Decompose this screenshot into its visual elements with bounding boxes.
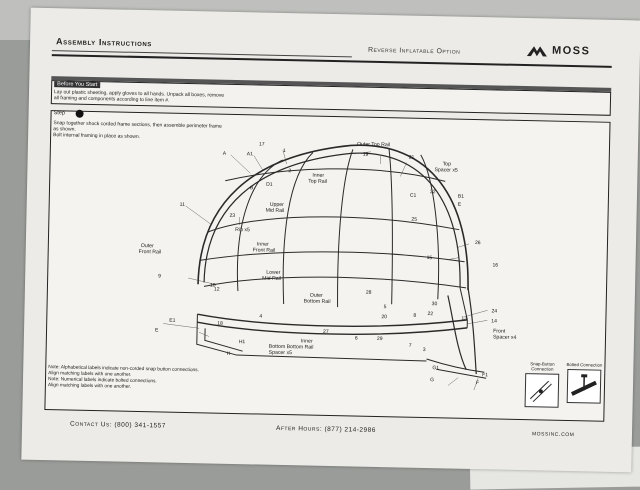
code-3: 3	[423, 347, 426, 353]
code-e1: E1	[169, 318, 175, 324]
label-outer-top-rail: Outer Top Rail	[357, 142, 390, 149]
code-23-left: 23	[229, 213, 235, 219]
label-front-spacer-2: Spacer x4	[493, 334, 517, 340]
code-22-bottom: 22	[427, 311, 433, 317]
code-g: G	[430, 377, 434, 383]
bolted-figure	[567, 369, 602, 404]
label-outer-bottom-rail-2: Bottom Rail	[304, 298, 331, 305]
label-inner-top-rail-2: Top Rail	[308, 179, 327, 185]
code-7: 7	[409, 343, 412, 349]
code-2: 2	[288, 168, 291, 174]
label-top-spacer-2: Spacer x5	[434, 167, 458, 173]
before-you-start-label: Before You Start	[54, 81, 100, 88]
code-e-left: E	[155, 327, 159, 333]
snap-button-icon	[526, 374, 559, 407]
code-c1: C1	[410, 193, 417, 199]
code-1: 1	[283, 148, 286, 154]
code-14: 14	[491, 318, 497, 324]
footer-contact: Contact Us: (800) 341-1557	[70, 421, 166, 430]
code-15: 15	[427, 255, 433, 261]
code-a: A	[223, 151, 227, 157]
code-a1: A1	[247, 151, 253, 157]
page-title: Assembly Instructions	[56, 36, 152, 48]
brand-logo: MOSS	[526, 42, 591, 59]
code-16: 16	[492, 262, 498, 268]
bolted-label: Bolted Connection	[564, 362, 604, 368]
brand-name: MOSS	[552, 45, 591, 58]
part-labels: Outer Top Rail Top Spacer x5 Inner Top R…	[137, 137, 521, 361]
code-d1: D1	[266, 182, 273, 188]
code-20: 20	[381, 314, 387, 320]
code-5: 5	[384, 304, 387, 310]
code-13: 13	[461, 316, 467, 322]
code-22-top: 22	[430, 189, 436, 195]
bolt-icon	[568, 370, 601, 403]
page-subtitle: Reverse Inflatable Option	[368, 47, 460, 56]
code-21: 21	[409, 155, 415, 161]
code-12: 12	[214, 287, 220, 293]
code-h1: H1	[239, 339, 246, 345]
code-8: 8	[413, 313, 416, 319]
code-25: 25	[411, 217, 417, 223]
code-11: 11	[180, 202, 186, 208]
page-content: Assembly Instructions Reverse Inflatable…	[40, 18, 625, 462]
snap-button-figure	[525, 373, 560, 408]
code-6: 6	[355, 336, 358, 342]
code-30: 30	[432, 301, 438, 307]
footer-website: mossinc.com	[532, 430, 574, 438]
label-upper-mid-rail-2: Mid Rail	[266, 208, 285, 214]
snap-button-label: Snap-Button Connection	[522, 361, 562, 372]
label-bottom-spacer: Spacer x5	[269, 350, 293, 356]
before-you-start-text: Lay out plastic sheeting, apply gloves t…	[54, 89, 224, 105]
code-f: F	[476, 380, 479, 386]
moss-logo-icon	[526, 42, 548, 58]
code-f1: F1	[482, 372, 488, 378]
code-24: 24	[491, 308, 497, 314]
code-28: 28	[366, 290, 372, 296]
code-h: H	[227, 351, 231, 357]
code-18: 18	[217, 321, 223, 327]
code-19: 19	[363, 152, 369, 158]
label-inner-front-rail-2: Front Rail	[253, 247, 276, 253]
code-g1: G1	[432, 365, 439, 371]
label-outer-front-rail-2: Front Rail	[139, 249, 162, 255]
code-4: 4	[259, 314, 262, 320]
code-29: 29	[377, 336, 383, 342]
code-17: 17	[259, 141, 265, 147]
step-box: Step Snap together shock corded frame se…	[44, 110, 610, 422]
bolted-connection: Bolted Connection	[564, 362, 605, 404]
label-lower-mid-rail-2: Mid Rail	[262, 276, 281, 282]
code-b1: B1	[458, 194, 464, 200]
footer-after-hours: After Hours: (877) 214-2986	[276, 425, 376, 434]
code-e-top: E	[458, 202, 462, 208]
snap-button-connection: Snap-Button Connection	[522, 361, 563, 408]
instruction-sheet: Assembly Instructions Reverse Inflatable…	[21, 8, 640, 473]
code-9: 9	[158, 273, 161, 279]
code-27: 27	[323, 329, 329, 335]
code-26: 26	[475, 240, 481, 246]
label-rib: Rib x5	[235, 227, 250, 233]
